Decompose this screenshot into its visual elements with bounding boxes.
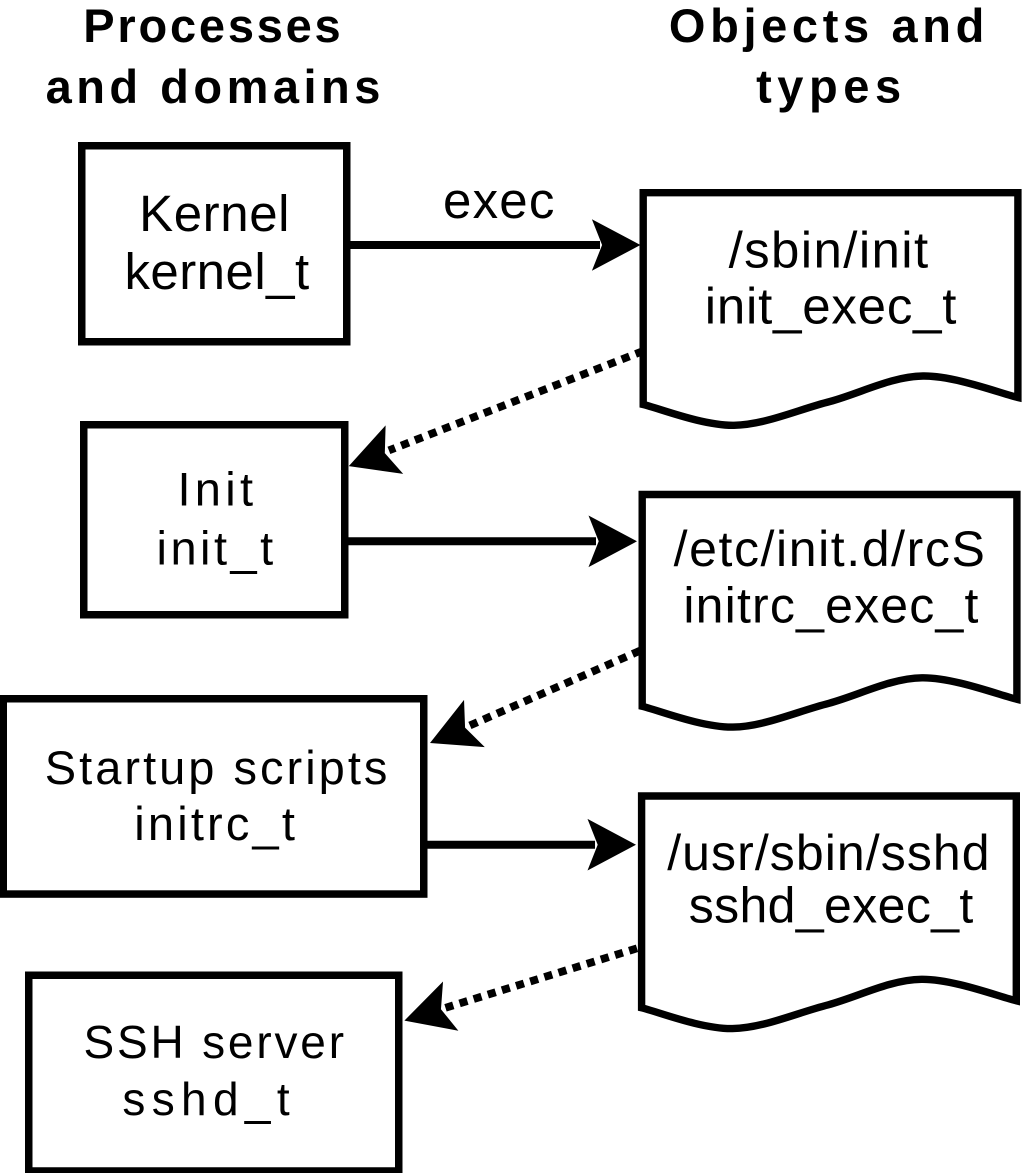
svg-text:and domains: and domains [46,60,381,113]
svg-text:Init: Init [177,463,253,516]
svg-text:/usr/sbin/sshd: /usr/sbin/sshd [667,825,989,881]
svg-text:types: types [756,60,901,113]
svg-text:kernel_t: kernel_t [124,243,309,300]
svg-text:exec: exec [443,172,554,229]
svg-text:/sbin/init: /sbin/init [729,222,929,279]
svg-text:SSH server: SSH server [83,1016,344,1068]
svg-text:init_t: init_t [157,522,274,575]
svg-text:initrc_t: initrc_t [134,797,295,850]
svg-text:Objects and: Objects and [669,0,984,52]
svg-text:sshd_exec_t: sshd_exec_t [689,878,974,934]
svg-text:Processes: Processes [83,0,340,52]
svg-text:init_exec_t: init_exec_t [705,277,957,334]
svg-text:Kernel: Kernel [139,185,289,242]
svg-text:initrc_exec_t: initrc_exec_t [683,578,978,634]
svg-text:/etc/init.d/rcS: /etc/init.d/rcS [674,521,985,577]
